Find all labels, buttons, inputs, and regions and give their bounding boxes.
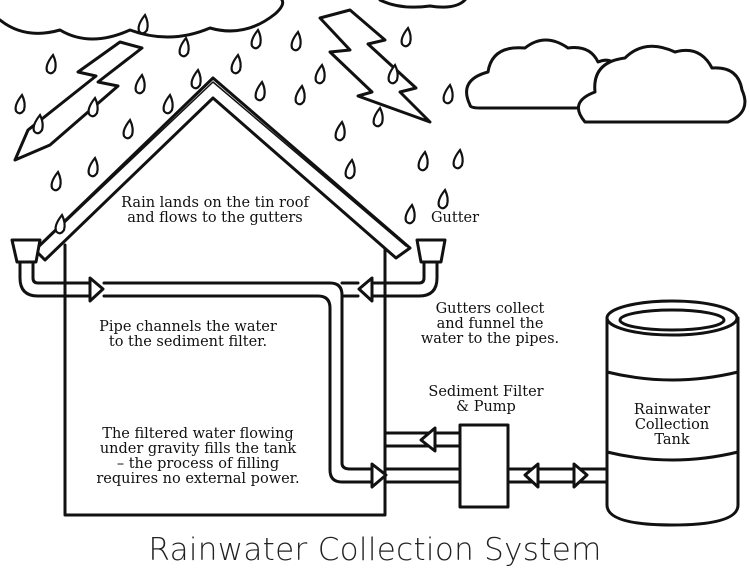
rain-drops [14,12,464,235]
rain-drop-icon [290,29,302,52]
label-line: and flows to the gutters [127,210,303,226]
rain-drop-icon [387,62,399,85]
arrow-icon [523,462,540,489]
rain-drop-icon [437,187,449,210]
rain-drop-icon [294,83,306,106]
rain-drop-icon [54,212,66,235]
rain-drop-icon [50,169,62,192]
arrow-icon [88,276,105,303]
sediment-filter-box [458,423,510,509]
rain-drop-icon [404,202,416,225]
rain-drop-icon [134,72,146,95]
label-line: Collection [634,417,710,433]
label-line: to the sediment filter. [108,334,268,350]
rain-drop-icon [178,35,190,58]
rain-drop-icon [32,112,44,135]
rain-drop-icon [230,52,242,75]
arrow-icon [370,462,388,489]
roof-label: Rain lands on the tin roof and flows to … [110,196,320,226]
rain-drop-icon [45,52,57,75]
rain-drop-icon [442,82,454,105]
pipe-channels-label: Pipe channels the water to the sediment … [88,320,288,350]
label-line: Sediment Filter [428,384,544,400]
label-line: requires no external power. [96,471,300,487]
gravity-label: The filtered water flowing under gravity… [78,427,318,487]
house-walls [63,243,387,517]
lightning-bolt-icon [13,40,144,162]
label-line: Rain lands on the tin roof [121,195,309,211]
rain-drop-icon [417,149,429,172]
label-line: The filtered water flowing [102,426,294,442]
rain-drop-icon [162,92,174,115]
arrow-icon [357,276,374,303]
label-line: – the process of filling [116,456,280,472]
rain-drop-icon [122,117,134,140]
gutter-right [415,238,447,264]
roof [33,76,412,262]
arrow-icon [572,462,589,489]
gutter-label: Gutter [424,211,486,226]
arrow-icon [419,426,437,453]
gutter-left [10,238,42,264]
label-line: & Pump [456,399,516,415]
cloud-icon [378,0,467,9]
rainwater-tank [605,316,740,527]
rain-drop-icon [344,157,356,180]
label-line: Rainwater [633,402,711,418]
label-line: Gutters collect [435,301,545,317]
filter-label: Sediment Filter & Pump [416,385,556,415]
rain-drop-icon [452,147,464,170]
label-line: Tank [654,432,690,448]
rain-drop-icon [14,92,26,115]
cloud-icon [576,44,747,124]
rain-drop-icon [334,119,346,142]
rain-drop-icon [87,95,99,118]
label-line: Pipe channels the water [99,319,277,335]
label-line: Gutter [430,210,480,226]
storm-cloud-icon [0,0,285,41]
rain-drop-icon [254,79,266,102]
page-title: Rainwater Collection System [148,532,602,568]
rain-drop-icon [400,25,412,48]
rain-drop-icon [250,27,262,50]
lightning-bolt-icon [318,8,432,124]
rain-drop-icon [190,67,202,90]
rain-drop-icon [314,62,326,85]
gutters-collect-label: Gutters collect and funnel the water to … [405,302,575,347]
rain-drop-icon [87,155,99,178]
tank-label: Rainwater Collection Tank [612,403,732,448]
rain-drop-icon [137,12,149,35]
rain-drop-icon [372,105,384,128]
label-line: water to the pipes. [420,331,560,347]
label-line: under gravity fills the tank [99,441,297,457]
label-line: and funnel the [436,316,544,332]
